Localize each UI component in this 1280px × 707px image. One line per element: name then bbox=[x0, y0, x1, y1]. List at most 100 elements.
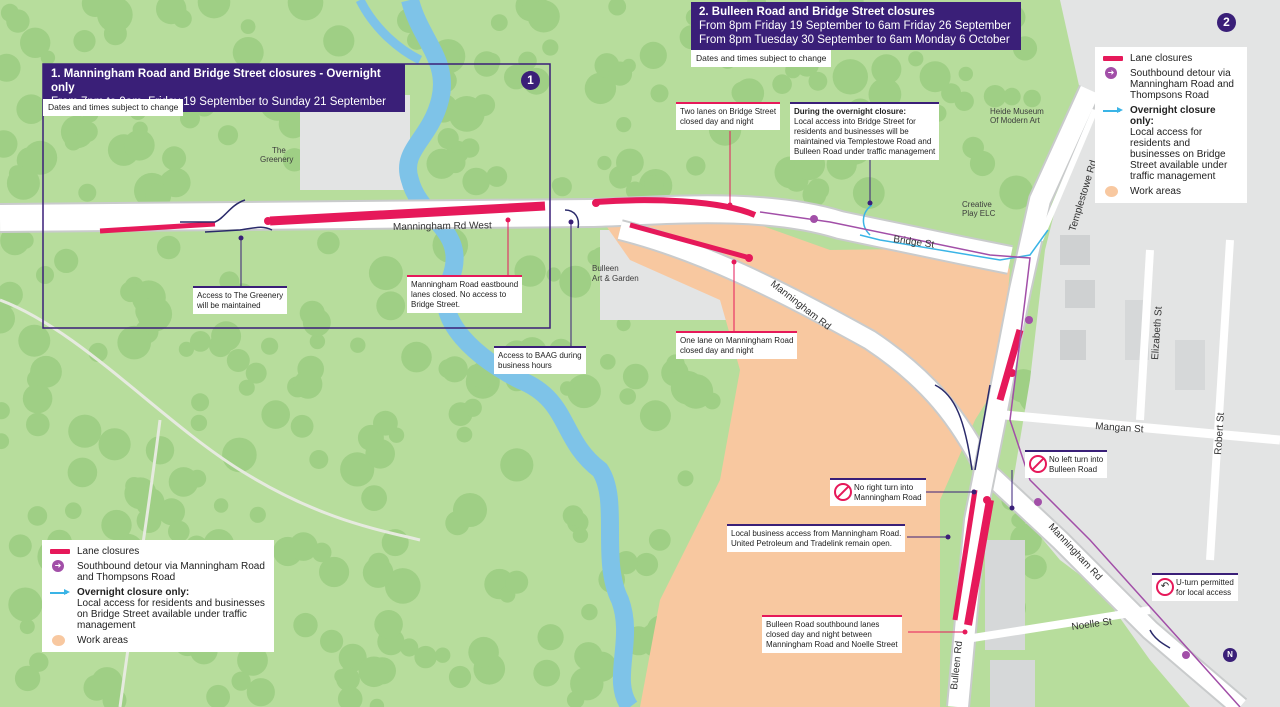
tree bbox=[731, 81, 754, 104]
tree bbox=[246, 678, 275, 707]
tree bbox=[678, 374, 714, 409]
tree bbox=[448, 665, 472, 689]
road-label-manningham-west: Manningham Rd West bbox=[393, 220, 492, 233]
tree bbox=[983, 85, 1007, 108]
footpath bbox=[0, 298, 421, 542]
section-2-dates-1: From 8pm Friday 19 September to 6am Frid… bbox=[699, 20, 1011, 32]
tree bbox=[302, 308, 331, 337]
river-branch bbox=[355, 0, 423, 65]
road-label-mangan: Mangan St bbox=[1095, 421, 1144, 435]
tree bbox=[73, 29, 96, 53]
tree bbox=[772, 74, 792, 94]
tree bbox=[1023, 89, 1041, 108]
tree bbox=[8, 534, 32, 558]
section-2-dates-2: From 8pm Tuesday 30 September to 6am Mon… bbox=[699, 34, 1010, 46]
tree bbox=[217, 125, 239, 146]
tree bbox=[317, 231, 340, 255]
legend-row-work: Work areas bbox=[50, 635, 266, 646]
tree bbox=[542, 39, 559, 56]
tree bbox=[237, 645, 268, 676]
tree bbox=[309, 333, 326, 350]
place-label: Of Modern Art bbox=[990, 116, 1041, 125]
building bbox=[1175, 340, 1205, 390]
tree bbox=[546, 267, 561, 282]
tree bbox=[16, 94, 46, 124]
tree bbox=[20, 27, 51, 58]
tree bbox=[226, 349, 250, 372]
tree bbox=[368, 256, 403, 291]
tree bbox=[19, 619, 35, 635]
tree bbox=[607, 61, 633, 86]
tree bbox=[91, 667, 123, 699]
tree bbox=[639, 400, 671, 432]
tree bbox=[852, 177, 885, 209]
closure-marker bbox=[592, 199, 600, 207]
noelle-st-road bbox=[959, 606, 1151, 644]
tree bbox=[572, 527, 589, 543]
tree bbox=[648, 529, 671, 551]
lane-closure bbox=[269, 201, 546, 226]
tree bbox=[441, 356, 468, 383]
tree bbox=[211, 321, 242, 352]
leader-dot bbox=[971, 489, 977, 495]
tree bbox=[16, 231, 34, 249]
tree bbox=[616, 148, 644, 177]
callout-two-lanes: Two lanes on Bridge Street closed day an… bbox=[676, 102, 781, 130]
tree bbox=[6, 166, 40, 200]
tree bbox=[323, 25, 355, 57]
tree bbox=[619, 388, 636, 405]
tree bbox=[1003, 87, 1021, 106]
bulleen-rd-road-fill bbox=[948, 85, 1100, 707]
tree bbox=[197, 0, 231, 19]
work-area-swatch bbox=[1103, 186, 1123, 197]
tree bbox=[426, 148, 457, 179]
legend-right: Lane closures Southbound detour via Mann… bbox=[1095, 47, 1247, 203]
tree bbox=[622, 363, 649, 390]
tree bbox=[597, 155, 612, 171]
work-area-swatch bbox=[50, 635, 70, 646]
access-arrow bbox=[1149, 629, 1171, 649]
tree bbox=[581, 603, 598, 621]
tree bbox=[0, 433, 10, 450]
tree bbox=[954, 91, 974, 112]
tree bbox=[650, 84, 669, 103]
tree bbox=[486, 166, 508, 187]
tree bbox=[808, 71, 828, 91]
tree bbox=[537, 624, 564, 651]
access-arrow bbox=[934, 384, 973, 471]
tree bbox=[293, 612, 318, 638]
leader-dot bbox=[238, 235, 244, 241]
place-label: Play ELC bbox=[962, 209, 996, 218]
closure-marker bbox=[745, 254, 753, 262]
tree bbox=[871, 54, 902, 85]
tree bbox=[123, 129, 155, 161]
building bbox=[990, 660, 1035, 707]
tree bbox=[570, 266, 585, 281]
leader-dot bbox=[945, 534, 951, 540]
tree bbox=[584, 72, 617, 105]
tree bbox=[213, 498, 229, 513]
building bbox=[1065, 280, 1095, 308]
tree bbox=[249, 506, 266, 523]
place-label: Creative bbox=[962, 200, 992, 209]
tree bbox=[460, 138, 480, 158]
callout-one-lane: One lane on Manningham Road closed day a… bbox=[676, 331, 798, 359]
closure-marker bbox=[983, 496, 991, 504]
leader-dot bbox=[727, 202, 733, 208]
tree bbox=[533, 659, 561, 687]
mangan-st-road bbox=[1004, 410, 1280, 445]
tree bbox=[14, 665, 41, 692]
tree bbox=[362, 557, 394, 588]
tree bbox=[338, 643, 367, 672]
tree bbox=[401, 341, 432, 373]
robert-st-road bbox=[1206, 239, 1234, 561]
tree bbox=[566, 691, 585, 707]
place-label: The bbox=[272, 146, 286, 155]
lane-closure bbox=[99, 221, 216, 234]
detour-marker bbox=[1182, 651, 1190, 659]
tree bbox=[289, 532, 318, 561]
lane-closure-swatch bbox=[1103, 53, 1123, 64]
section-1-note: Dates and times subject to change bbox=[43, 99, 184, 116]
tree bbox=[361, 485, 387, 511]
tree bbox=[969, 150, 996, 177]
